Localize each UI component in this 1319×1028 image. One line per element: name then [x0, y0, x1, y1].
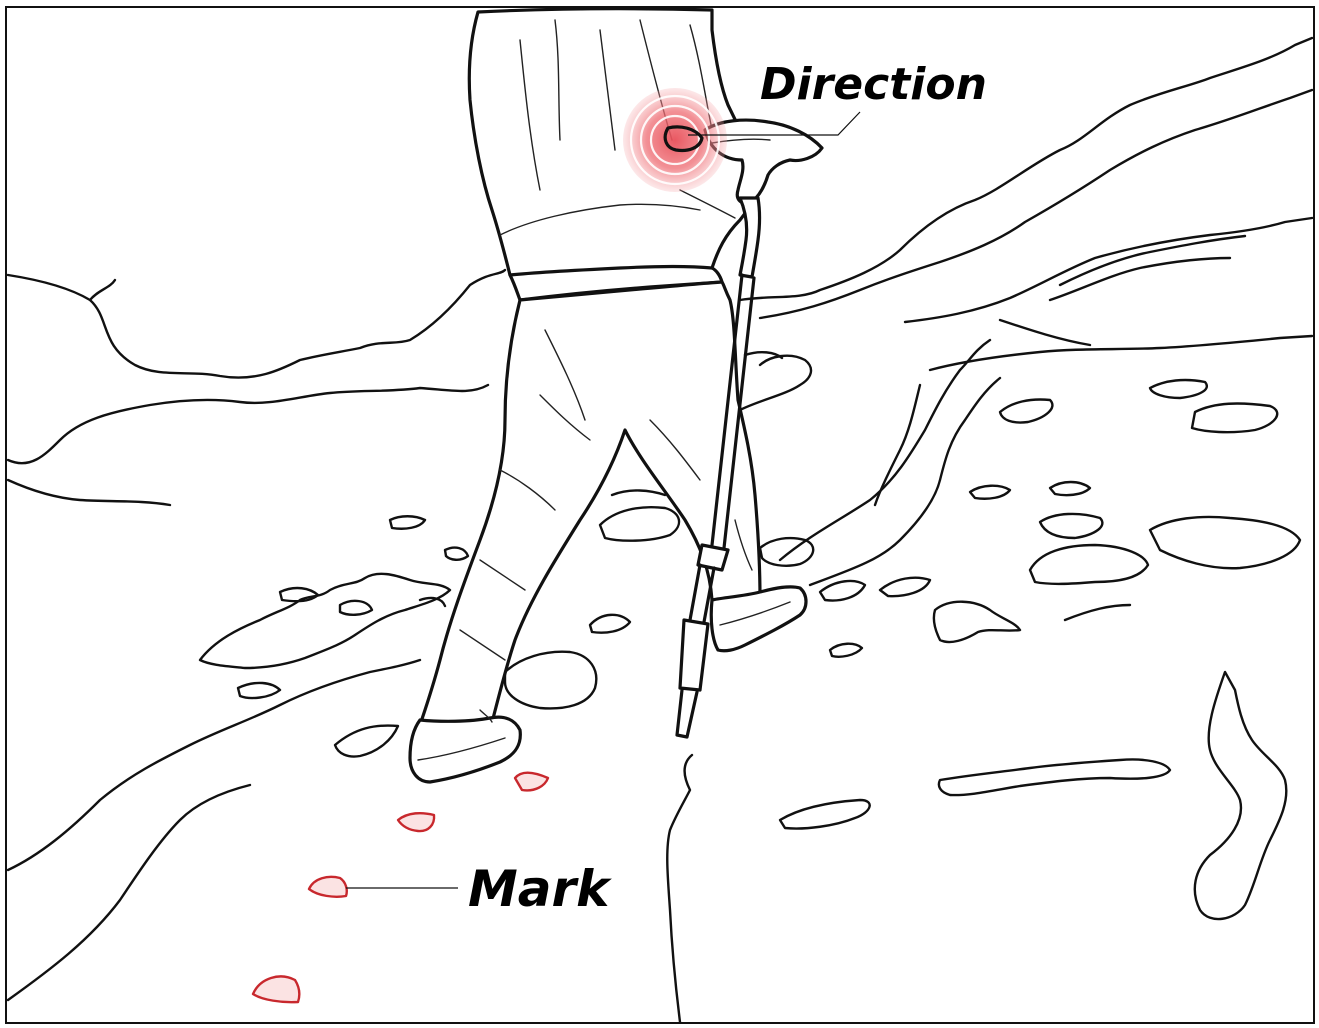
frame-border	[5, 6, 1315, 1024]
direction-target-icon	[623, 88, 727, 192]
trail-marks	[251, 771, 550, 1004]
trail-mark-icon	[396, 811, 436, 833]
foreground-trail	[6, 658, 694, 1024]
trail-mark-icon	[251, 975, 301, 1004]
direction-leader-line	[688, 111, 861, 136]
direction-label: Direction	[760, 59, 987, 110]
trail-mark-icon	[513, 771, 550, 792]
trekking-pole-icon	[675, 196, 762, 739]
mark-label: Mark	[468, 860, 612, 918]
trail-mark-icon	[307, 875, 348, 898]
background-terrain	[6, 36, 1314, 507]
midground-rocks	[198, 338, 1302, 921]
hiker-illustration	[408, 7, 824, 784]
